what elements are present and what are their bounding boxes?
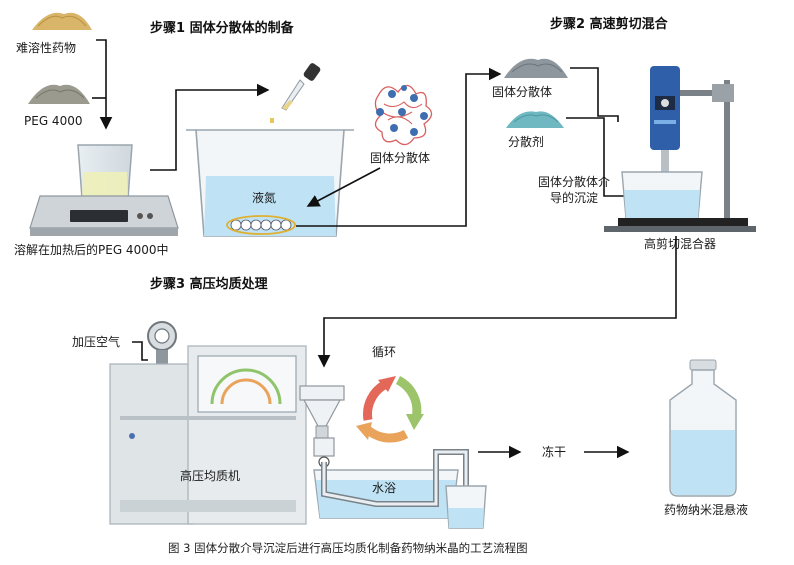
arrow-particles-to-tank: [306, 167, 381, 207]
circulation-cycle-icon: [356, 375, 424, 443]
arrow-powders-to-mixer: [566, 117, 642, 203]
nanosuspension-label: 药物纳米混悬液: [664, 502, 748, 517]
precipitation-label-line1: 固体分散体介: [538, 174, 610, 189]
step1-title: 步骤1 固体分散体的制备: [150, 20, 295, 36]
solid-dispersion-particles-icon: [374, 84, 433, 146]
dissolve-label: 溶解在加热后的PEG 4000中: [14, 242, 168, 257]
peg-label: PEG 4000: [24, 114, 82, 128]
arrow-sd-join: [570, 67, 619, 122]
liquid-nitrogen-label: 液氮: [252, 190, 276, 205]
solid-dispersion-label: 固体分散体: [492, 84, 552, 99]
arrow-step2-to-step3: [317, 236, 677, 368]
solid-dispersion-particles-label: 固体分散体: [370, 150, 430, 165]
arrow-balance-to-tank: [150, 83, 270, 171]
freeze-dry-label: 冻干: [542, 444, 566, 459]
drug-label: 难溶性药物: [16, 40, 76, 55]
high-shear-mixer-icon: [604, 66, 756, 232]
dispersant-label: 分散剂: [508, 134, 544, 149]
liquid-nitrogen-tank: [186, 129, 354, 237]
dropper-icon: [281, 63, 321, 111]
step3-title: 步骤3 高压均质处理: [150, 276, 268, 292]
water-bath-label: 水浴: [372, 481, 396, 495]
precipitation-label-line2: 导的沉淀: [550, 190, 598, 205]
high-shear-mixer-label: 高剪切混合器: [644, 236, 716, 251]
arrow-drug-to-balance: [96, 39, 113, 130]
step2-title: 步骤2 高速剪切混合: [550, 16, 669, 32]
figure-caption: 图 3 固体分散介导沉淀后进行高压均质化制备药物纳米晶的工艺流程图: [168, 541, 528, 555]
peg-powder-pile: [28, 84, 90, 104]
solid-dispersion-powder-pile: [504, 58, 568, 78]
funnel-hopper-icon: [299, 385, 345, 468]
balance-with-beaker: [29, 144, 179, 236]
nanosuspension-bottle-icon: [669, 359, 737, 497]
dispersant-powder-pile: [506, 111, 564, 128]
arrow-tank-to-step2: [296, 67, 502, 227]
air-line: [132, 341, 148, 361]
circulation-label: 循环: [372, 345, 396, 359]
water-bath-icon: [313, 449, 469, 519]
homogenizer-label: 高压均质机: [180, 468, 240, 483]
homogenizer-machine-icon: [109, 321, 307, 525]
pressurized-air-label: 加压空气: [72, 334, 120, 349]
drug-powder-pile: [32, 12, 92, 30]
collection-beaker-icon: [445, 485, 487, 529]
